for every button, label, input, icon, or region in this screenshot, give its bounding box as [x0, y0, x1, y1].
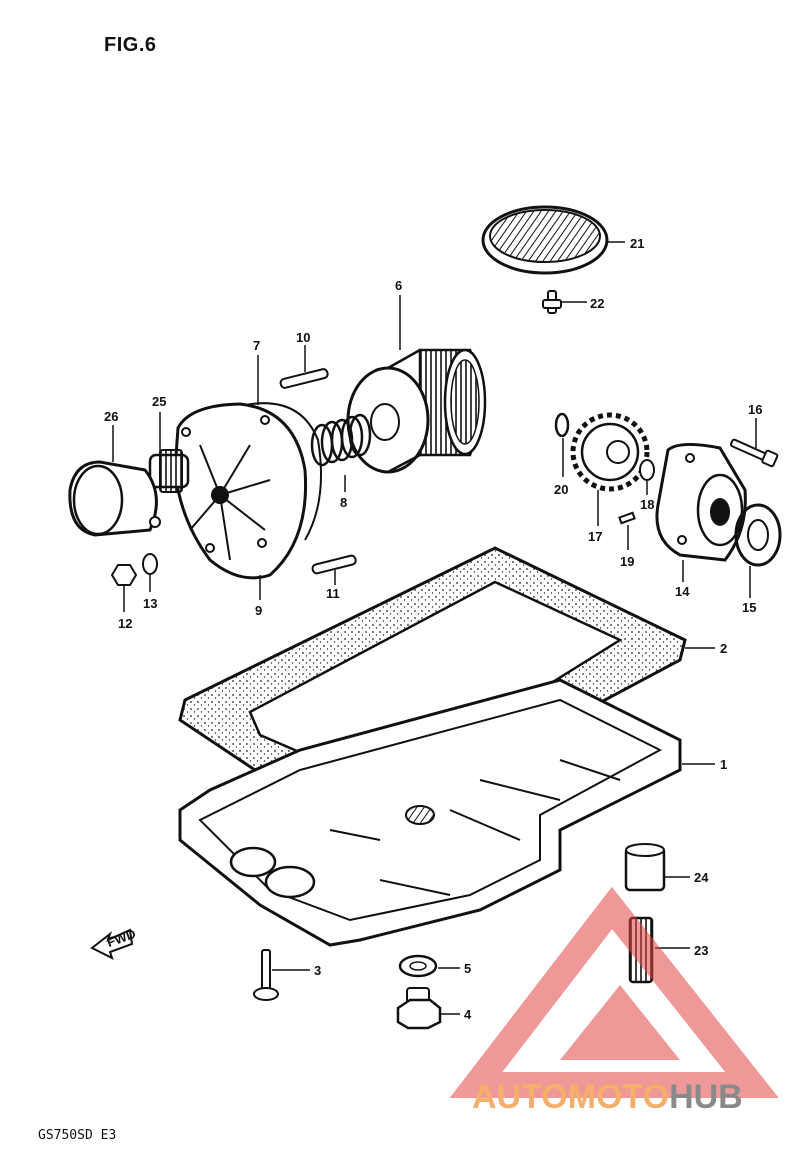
cap-nut [110, 564, 138, 586]
oil-strainer [481, 205, 609, 275]
watermark-text-part2: HUB [669, 1078, 743, 1116]
watermark-logo [449, 886, 779, 1098]
callout-15: 15 [742, 600, 756, 615]
callout-19: 19 [620, 554, 634, 569]
leader-lines [112, 241, 757, 1015]
callout-1: 1 [720, 757, 727, 772]
drain-bolt-long [253, 949, 279, 1001]
pump-oring [734, 503, 782, 567]
drain-washer [398, 954, 438, 978]
callout-7: 7 [253, 338, 260, 353]
circlip [554, 412, 570, 438]
callout-17: 17 [588, 529, 602, 544]
gear-washer [639, 459, 655, 481]
callout-20: 20 [554, 482, 568, 497]
watermark-text: AUTOMOTOHUB [472, 1078, 743, 1117]
oil-pump [655, 443, 747, 562]
oil-pressure-switch [148, 449, 190, 493]
dowel-pin-lower [311, 554, 357, 575]
callout-22: 22 [590, 296, 604, 311]
callout-11: 11 [326, 586, 340, 601]
callout-3: 3 [314, 963, 321, 978]
strainer-bolt [542, 290, 562, 314]
callout-14: 14 [675, 584, 690, 599]
oil-sump-sleeve [624, 843, 666, 892]
callout-10: 10 [296, 330, 310, 345]
callout-21: 21 [630, 236, 644, 251]
callout-12: 12 [118, 616, 132, 631]
switch-cap [68, 460, 161, 537]
callout-9: 9 [255, 603, 262, 618]
forward-arrow: FWD [90, 926, 138, 960]
filter-cover [173, 402, 308, 580]
figure-title: FIG.6 [104, 34, 157, 56]
pump-bolt [729, 438, 779, 468]
dowel-pin-upper [279, 368, 329, 389]
callout-25: 25 [152, 394, 166, 409]
watermark-text-part1: AUTOMOTO [472, 1078, 670, 1116]
callout-24: 24 [694, 870, 709, 885]
callout-26: 26 [104, 409, 118, 424]
gear-pin [618, 511, 636, 525]
callout-23: 23 [694, 943, 708, 958]
filter-spring [310, 413, 372, 467]
oil-pump-gear [570, 412, 650, 492]
callout-16: 16 [748, 402, 762, 417]
callout-4: 4 [464, 1007, 472, 1022]
callout-6: 6 [395, 278, 402, 293]
callout-5: 5 [464, 961, 471, 976]
callout-13: 13 [143, 596, 157, 611]
callout-2: 2 [720, 641, 727, 656]
drain-plug [396, 987, 442, 1030]
model-code: GS750SD E3 [38, 1128, 117, 1143]
oil-pan [178, 678, 682, 947]
callout-18: 18 [640, 497, 654, 512]
oil-filter [346, 348, 487, 474]
cap-washer [142, 553, 158, 575]
callouts: 1 2 3 4 5 6 7 8 9 10 11 12 13 14 15 16 1… [104, 236, 762, 1022]
filter-cover-oring [244, 402, 322, 541]
callout-8: 8 [340, 495, 347, 510]
